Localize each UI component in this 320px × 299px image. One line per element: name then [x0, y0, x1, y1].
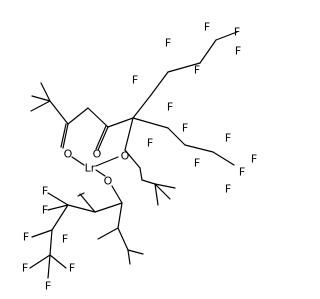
bond [127, 249, 131, 265]
fluorine-label: F [147, 137, 153, 150]
oxygen-label: O [121, 150, 130, 163]
bond [124, 149, 141, 169]
bond [62, 123, 69, 149]
bond [132, 94, 152, 119]
bond [40, 82, 51, 102]
fluorine-label: F [23, 231, 29, 244]
bond [67, 204, 96, 213]
atom-labels: F F F F F F F F F F F F F F O O O O Lr F… [22, 21, 257, 293]
bond [212, 151, 235, 166]
bond [67, 107, 89, 125]
bond [111, 185, 123, 204]
bond [150, 71, 169, 96]
bond [87, 107, 109, 128]
fluorine-label: F [132, 74, 138, 87]
bond [215, 31, 238, 41]
fluorine-label: F [235, 45, 241, 58]
bond [29, 254, 51, 269]
fluorine-label: F [225, 132, 231, 145]
oxygen-label: O [93, 148, 102, 161]
bond [31, 229, 53, 238]
bond [97, 126, 109, 151]
bond [154, 183, 159, 206]
fluorine-label: F [194, 157, 200, 170]
bond [117, 227, 129, 251]
bond [95, 156, 119, 167]
bond [31, 95, 51, 102]
bond [60, 123, 67, 148]
bonds [29, 31, 238, 279]
fluorine-label: F [62, 233, 68, 246]
fluorine-label: F [69, 262, 75, 275]
bond [124, 117, 134, 151]
bond [95, 125, 107, 150]
bond [47, 254, 51, 279]
fluorine-label: F [182, 122, 188, 135]
bond [154, 183, 176, 189]
bond [132, 117, 169, 129]
fluorine-label: F [22, 262, 28, 275]
fluorine-label: F [167, 101, 173, 114]
bond [77, 192, 85, 197]
oxygen-label: O [104, 175, 113, 188]
bond [51, 204, 69, 231]
fluorine-label: F [204, 21, 210, 34]
bond [199, 39, 217, 64]
fluorine-label: F [42, 204, 48, 217]
structure-drawing: F F F F F F F F F F F F F F O O O O Lr F… [22, 21, 257, 293]
bond [127, 249, 144, 255]
bond [107, 117, 134, 128]
bond [139, 167, 143, 181]
fluorine-label: F [42, 185, 48, 198]
bond [47, 204, 69, 211]
bond [167, 127, 186, 146]
bond [71, 156, 85, 166]
bond [141, 179, 156, 185]
bond [30, 100, 51, 112]
bond [94, 202, 123, 213]
fluorine-label: F [225, 183, 231, 196]
metal-label: Lr [85, 162, 96, 175]
bond [49, 229, 53, 256]
fluorine-label: F [45, 280, 51, 293]
fluorine-label: F [239, 166, 245, 179]
fluorine-label: F [251, 153, 257, 166]
bond [117, 202, 123, 229]
bond [97, 227, 119, 240]
fluorine-label: F [194, 64, 200, 77]
bond [49, 100, 69, 125]
fluorine-label: F [165, 37, 171, 50]
bond [79, 193, 96, 213]
bond [47, 192, 69, 206]
bond [184, 144, 214, 153]
bond [154, 183, 171, 200]
bond [49, 254, 67, 269]
molecule-structure: F F F F F F F F F F F F F F O O O O Lr F… [21, 20, 258, 293]
bond [95, 169, 106, 177]
fluorine-label: F [234, 26, 240, 39]
bond [167, 62, 201, 73]
oxygen-label: O [64, 148, 73, 161]
